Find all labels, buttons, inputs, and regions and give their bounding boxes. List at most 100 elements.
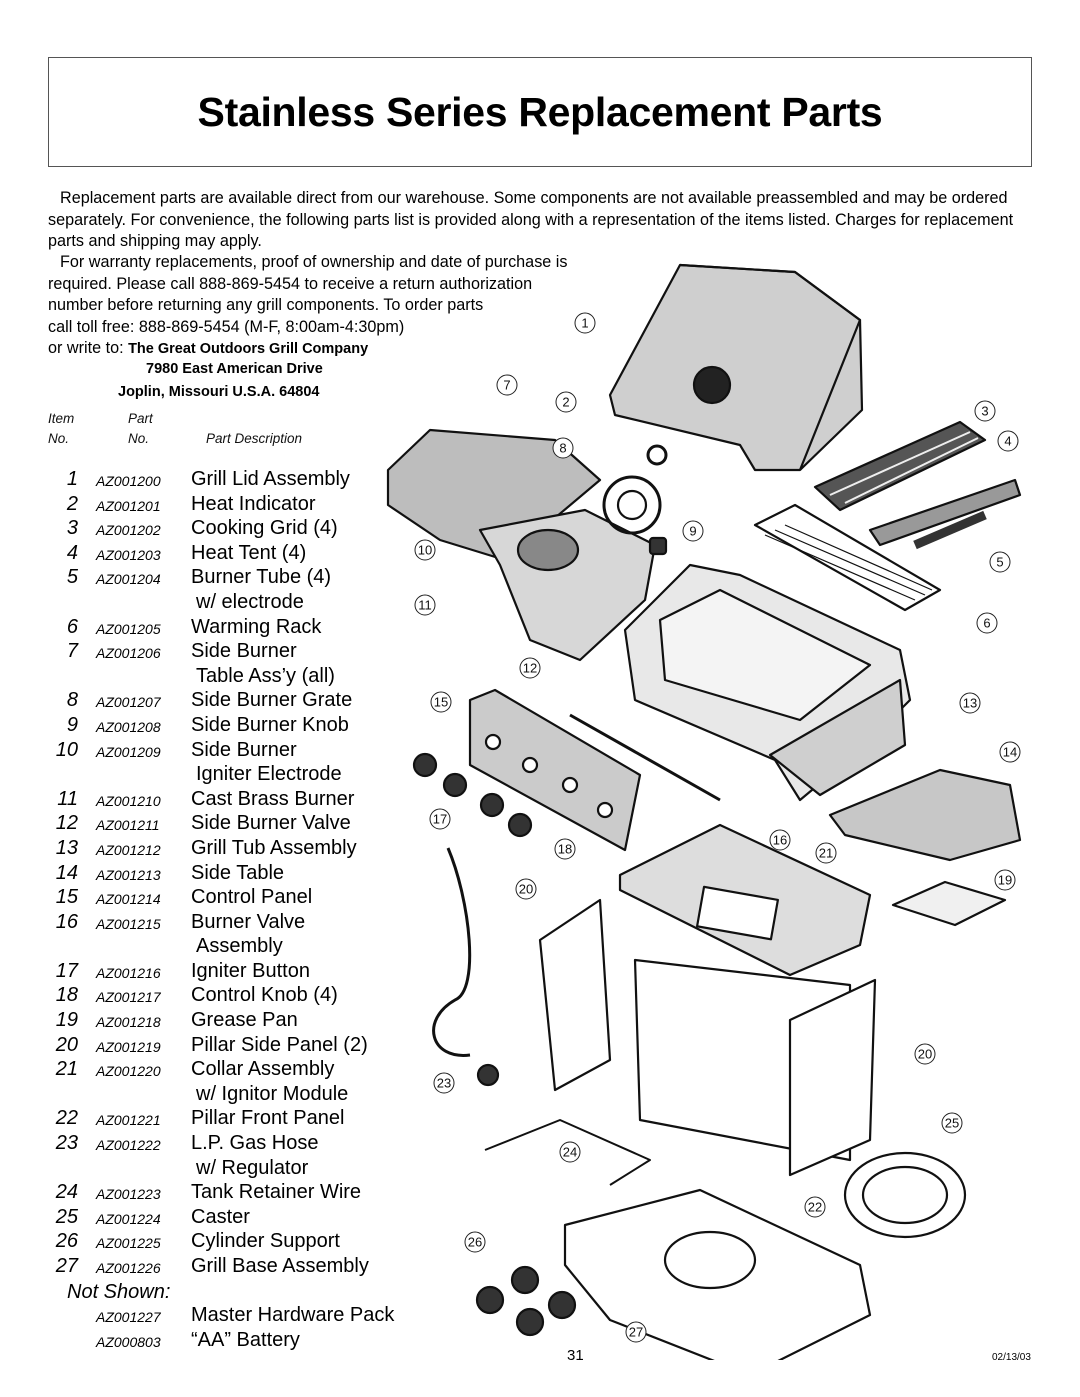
callout-number: 12 — [523, 661, 537, 676]
col-part-top: Part — [128, 411, 153, 426]
callout-number: 24 — [563, 1145, 577, 1160]
company-name: The Great Outdoors Grill Company — [128, 341, 369, 357]
item-number: 20 — [55, 1033, 78, 1056]
callout-number: 21 — [819, 846, 833, 861]
callout-circle — [574, 312, 596, 334]
callout-circle — [430, 691, 452, 713]
part-description: Collar Assembly — [191, 1058, 335, 1081]
callout-20: 20 — [914, 1043, 936, 1065]
part-description: Igniter Electrode — [196, 763, 342, 786]
part-description: Side Burner Knob — [191, 713, 349, 736]
part-number: AZ001224 — [96, 1210, 161, 1227]
item-number: 3 — [66, 517, 78, 540]
callout-number: 13 — [963, 696, 977, 711]
grease-pan — [891, 880, 1007, 927]
callout-number: 5 — [996, 555, 1003, 570]
page-number: 31 — [567, 1347, 584, 1364]
callout-number: 4 — [1004, 434, 1011, 449]
part-description: Pillar Side Panel (2) — [191, 1033, 368, 1056]
item-number: 7 — [66, 640, 78, 663]
part-description: Master Hardware Pack — [191, 1304, 395, 1327]
part-description: w/ Ignitor Module — [196, 1082, 349, 1105]
item-number: 25 — [55, 1205, 78, 1228]
part-description: Control Knob (4) — [191, 984, 338, 1007]
callout-circle — [914, 1043, 936, 1065]
callout-1: 1 — [574, 312, 596, 334]
parts-row-continuation: Assembly — [50, 935, 430, 961]
part-number: AZ001221 — [96, 1112, 161, 1129]
item-number: 9 — [66, 713, 78, 736]
parts-row-continuation: w/ Regulator — [50, 1157, 430, 1183]
item-number: 16 — [55, 910, 78, 933]
callout-circle — [414, 594, 436, 616]
callout-circle — [496, 374, 518, 396]
col-description: Part Description — [206, 431, 303, 446]
callout-9: 9 — [682, 520, 704, 542]
callout-27: 27 — [625, 1321, 647, 1343]
part-description: Heat Indicator — [191, 492, 316, 515]
part-number: AZ001205 — [96, 620, 161, 637]
part-description: Side Burner — [191, 738, 297, 761]
callout-10: 10 — [414, 539, 436, 561]
write-to-prefix: or write to: — [48, 339, 129, 357]
col-part-bottom: No. — [128, 431, 150, 446]
callout-number: 20 — [918, 1047, 932, 1062]
callout-3: 3 — [974, 400, 996, 422]
parts-row-continuation: Table Ass’y (all) — [50, 665, 430, 691]
callout-11: 11 — [414, 594, 436, 616]
title-box: Stainless Series Replacement Parts — [48, 57, 1032, 167]
callout-17: 17 — [429, 808, 451, 830]
warranty-text: For warranty replacements, proof of owne… — [48, 252, 678, 361]
callout-number: 25 — [945, 1116, 959, 1131]
part-description: Caster — [191, 1205, 250, 1228]
part-description: Side Burner — [191, 640, 297, 663]
callout-circle — [997, 430, 1019, 452]
callout-6: 6 — [976, 612, 998, 634]
callout-number: 15 — [434, 695, 448, 710]
item-number: 14 — [55, 861, 78, 884]
callout-26: 26 — [464, 1231, 486, 1253]
callout-2: 2 — [555, 391, 577, 413]
callout-19: 19 — [994, 869, 1016, 891]
item-number: 26 — [55, 1230, 78, 1253]
callout-circle — [519, 657, 541, 679]
callout-circle — [433, 1072, 455, 1094]
callout-number: 6 — [983, 616, 990, 631]
part-number: AZ001220 — [96, 1063, 161, 1080]
pillar-side-panel-right — [788, 978, 877, 1177]
intro-paragraph: Replacement parts are available direct f… — [48, 189, 1014, 250]
part-description: Warming Rack — [191, 615, 322, 638]
callout-circle — [464, 1231, 486, 1253]
part-number: AZ001227 — [96, 1309, 161, 1326]
callout-circle — [429, 808, 451, 830]
exploded-diagram: 1234567891011121314151617181920202122232… — [386, 263, 1022, 1360]
callout-circle — [554, 838, 576, 860]
part-number: AZ001209 — [96, 743, 161, 760]
part-description: Tank Retainer Wire — [191, 1181, 362, 1204]
callout-20: 20 — [515, 878, 537, 900]
callout-25: 25 — [941, 1112, 963, 1134]
callout-labels: 1234567891011121314151617181920202122232… — [414, 312, 1021, 1343]
part-number: AZ001216 — [96, 964, 161, 981]
part-number: AZ000803 — [96, 1333, 161, 1350]
parts-row-continuation: w/ electrode — [50, 591, 430, 617]
part-description: Side Table — [191, 861, 285, 884]
date-code: 02/13/03 — [992, 1352, 1031, 1363]
callout-number: 16 — [773, 833, 787, 848]
part-description: Igniter Button — [191, 959, 310, 982]
control-panel — [468, 688, 642, 852]
